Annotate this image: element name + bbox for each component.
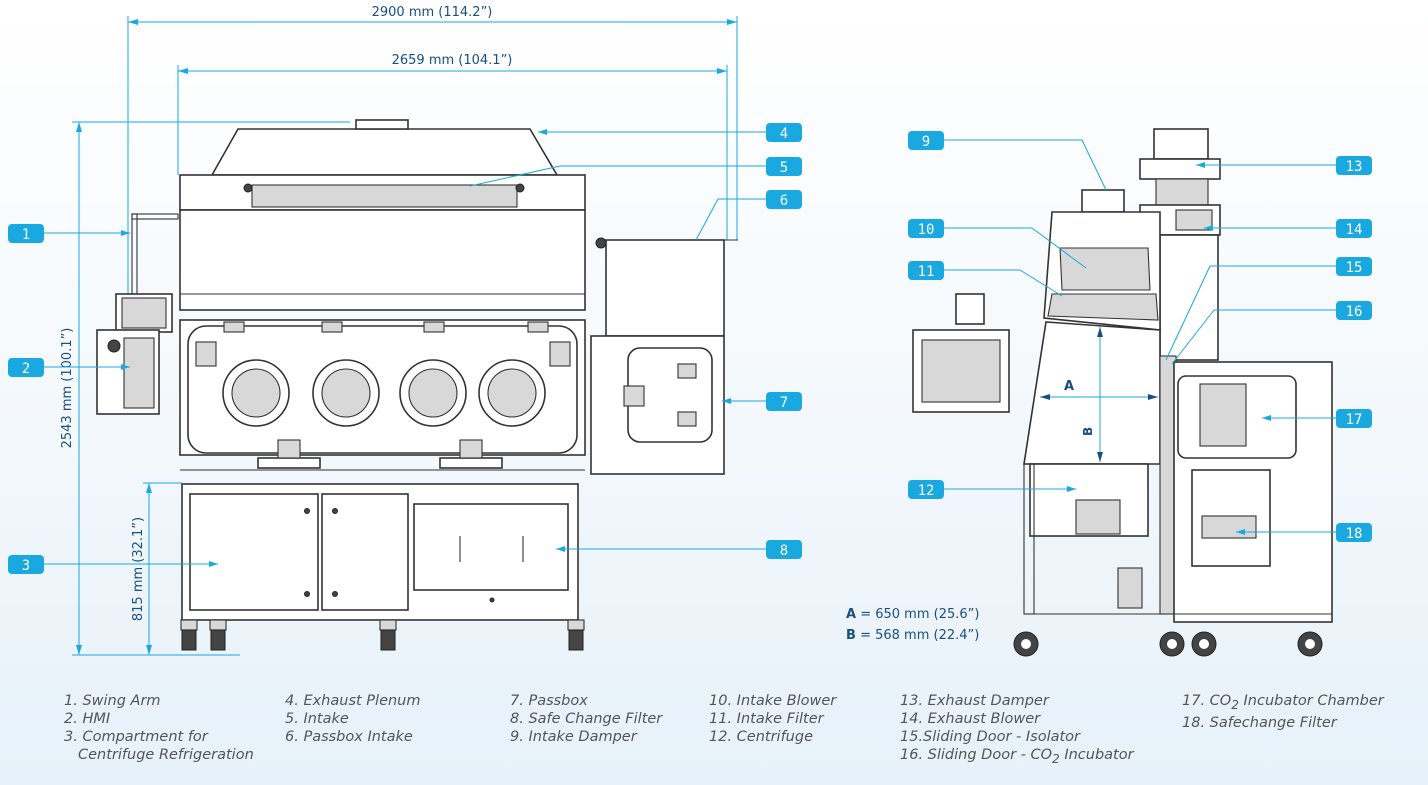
svg-text:4: 4 [780,126,788,142]
badge-4: 4 [766,123,802,142]
legend-item: 5. Intake [285,711,349,727]
svg-text:17: 17 [1346,412,1363,428]
legend-item: 9. Intake Damper [510,729,637,745]
legend-item: 10. Intake Blower [709,693,837,709]
svg-text:12: 12 [918,483,935,499]
badge-2: 2 [8,358,44,377]
legend-item: 3. Compartment for [64,729,208,745]
front-view [96,119,738,651]
legend-item: 4. Exhaust Plenum [285,693,421,709]
legend-item: 11. Intake Filter [709,711,824,727]
side-dim-a-letter: A [846,607,857,622]
svg-text:18: 18 [1346,526,1363,542]
side-casters [1013,631,1323,657]
legend-item: 6. Passbox Intake [285,729,413,745]
side-view [912,128,1333,657]
badge-13: 13 [1336,156,1372,175]
legend-subscript: 2 [1052,751,1060,766]
badge-8: 8 [766,540,802,559]
side-dim-b-marker: B [1081,427,1095,436]
legend-item: 7. Passbox [510,693,588,709]
legend-text: Incubator Chamber [1238,693,1384,709]
badge-9: 9 [908,131,944,150]
badge-12: 12 [908,480,944,499]
legend-col-3: 7. Passbox 8. Safe Change Filter 9. Inta… [510,692,662,746]
svg-text:16: 16 [1346,304,1363,320]
legend-item: 15.Sliding Door - Isolator [900,729,1081,745]
badge-14: 14 [1336,219,1372,238]
svg-text:7: 7 [780,395,788,411]
base-height-label: 815 mm (32.1”) [131,517,146,621]
badge-5: 5 [766,157,802,176]
legend-text: 16. Sliding Door - CO [900,747,1053,763]
legend-item: 2. HMI [64,711,111,727]
overall-height-label: 2543 mm (100.1”) [60,328,75,449]
glove-ports [222,359,546,427]
legend-col-5: 13. Exhaust Damper 14. Exhaust Blower 15… [900,692,1134,768]
legend-col-4: 10. Intake Blower 11. Intake Filter 12. … [709,692,836,746]
side-dimensions: A = 650 mm (25.6”) B = 568 mm (22.4”) [846,604,979,646]
legend-item: 13. Exhaust Damper [900,693,1049,709]
side-dim-a: A = 650 mm (25.6”) [846,604,979,625]
inner-width-label: 2659 mm (104.1”) [392,53,513,68]
equipment-drawing: 2900 mm (114.2”) 2659 mm (104.1”) 2543 m… [8,5,1372,657]
legend-item: 1. Swing Arm [64,693,161,709]
legend-text: 17. CO [1182,693,1232,709]
svg-text:8: 8 [780,543,788,559]
legend-col-1: 1. Swing Arm 2. HMI 3. Compartment for C… [64,692,254,764]
legend-subscript: 2 [1231,697,1239,712]
dimension-lines [72,16,738,656]
legend-item: 17. CO2 Incubator Chamber [1182,692,1384,714]
side-dim-b: B = 568 mm (22.4”) [846,625,979,646]
svg-text:9: 9 [922,134,930,150]
svg-text:11: 11 [918,264,935,280]
svg-text:1: 1 [22,227,30,243]
badge-1: 1 [8,224,44,243]
svg-text:14: 14 [1346,222,1363,238]
badge-7: 7 [766,392,802,411]
side-dim-b-letter: B [846,628,856,643]
badge-15: 15 [1336,257,1372,276]
badge-3: 3 [8,555,44,574]
side-dim-a-marker: A [1064,379,1074,394]
legend-item: 12. Centrifuge [709,729,813,745]
legend-text: Incubator [1059,747,1134,763]
legend-item: 16. Sliding Door - CO2 Incubator [900,746,1134,768]
badge-16: 16 [1336,301,1372,320]
legend-item: Centrifuge Refrigeration [78,747,254,763]
leader-lines [44,129,1336,567]
overall-width-label: 2900 mm (114.2”) [372,5,493,20]
front-casters [180,619,585,651]
badge-6: 6 [766,190,802,209]
badge-18: 18 [1336,523,1372,542]
legend-item: 8. Safe Change Filter [510,711,663,727]
side-dim-b-value: = 568 mm (22.4”) [860,628,980,643]
svg-text:6: 6 [780,193,788,209]
legend-col-2: 4. Exhaust Plenum 5. Intake 6. Passbox I… [285,692,421,746]
legend-item: 14. Exhaust Blower [900,711,1041,727]
svg-text:5: 5 [780,160,788,176]
svg-text:2: 2 [22,361,30,377]
legend-col-6: 17. CO2 Incubator Chamber 18. Safechange… [1182,692,1384,732]
badge-11: 11 [908,261,944,280]
svg-text:15: 15 [1346,260,1363,276]
legend-item: 18. Safechange Filter [1182,714,1337,731]
badge-10: 10 [908,219,944,238]
svg-text:3: 3 [22,558,30,574]
badge-17: 17 [1336,409,1372,428]
svg-text:13: 13 [1346,159,1363,175]
svg-text:10: 10 [918,222,935,238]
side-dim-a-value: = 650 mm (25.6”) [860,607,980,622]
